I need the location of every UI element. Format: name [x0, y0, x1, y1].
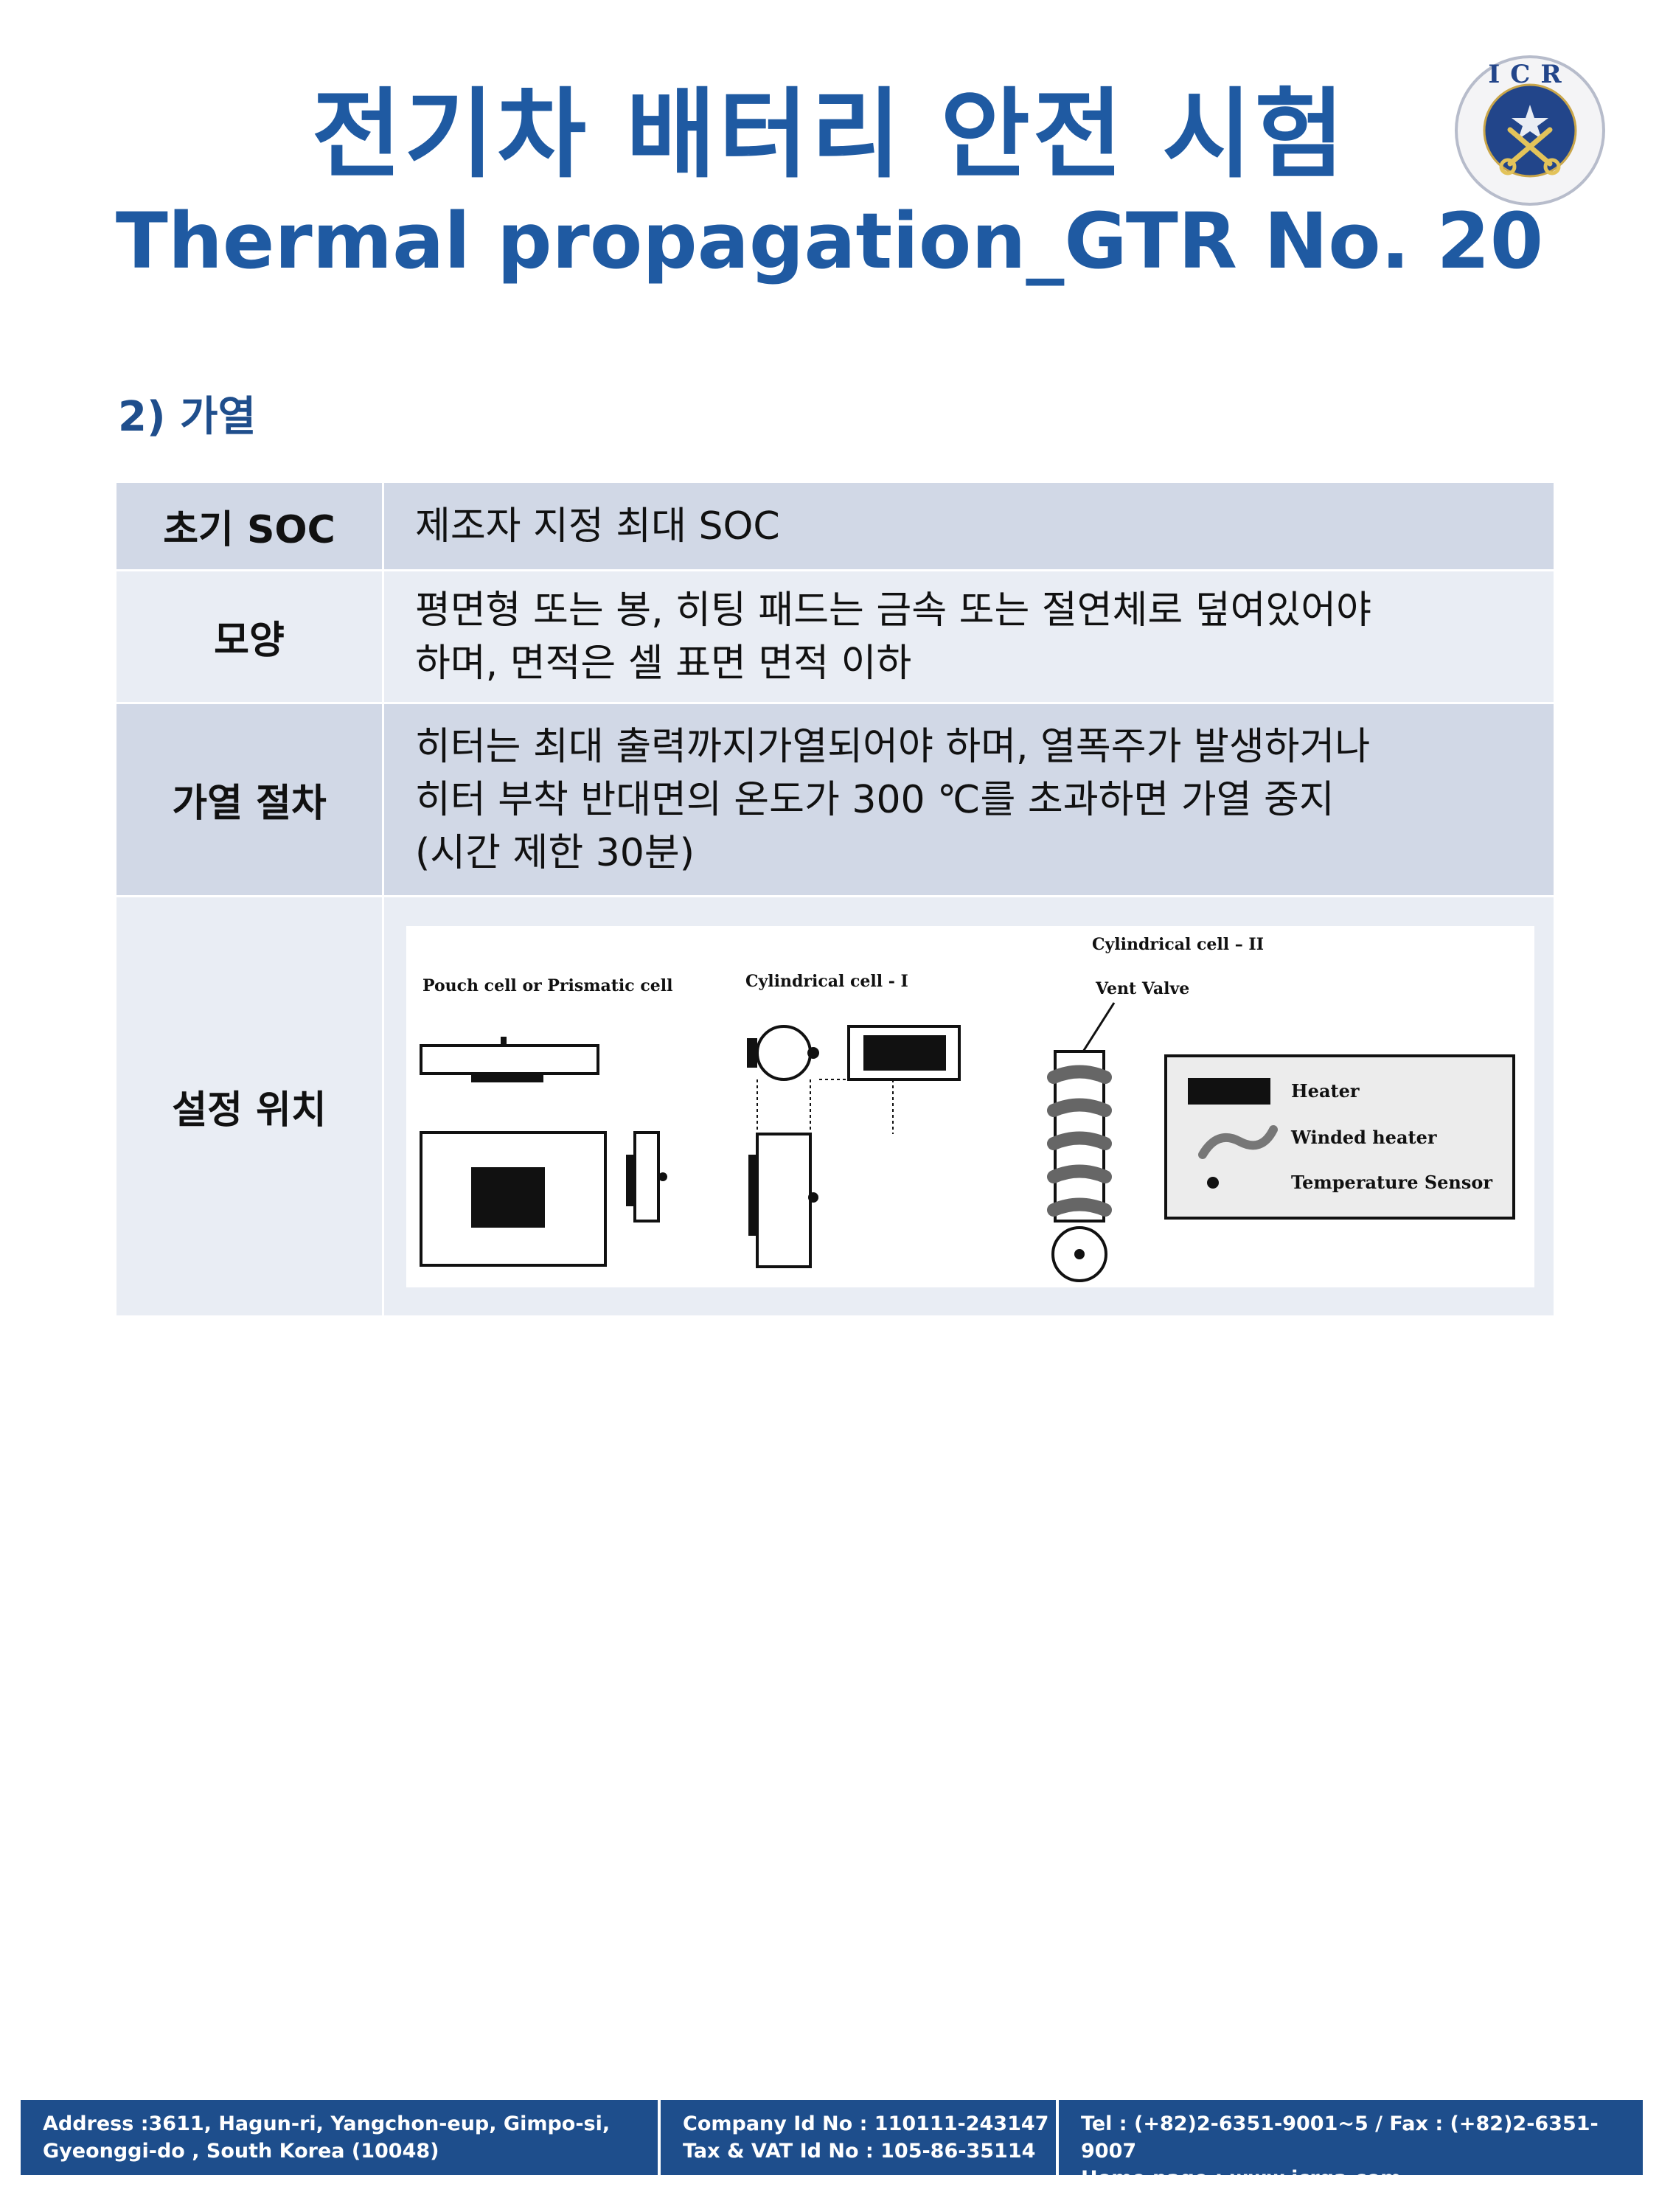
heater-position-diagram: Pouch cell or Prismatic cell Cylindrical…	[406, 925, 1534, 1287]
value-line: 히터 부착 반대면의 온도가 300 ℃를 초과하면 가열 중지	[415, 777, 1335, 822]
footer-company-ids: Company Id No : 110111-243147 Tax & VAT …	[661, 2100, 1059, 2175]
tel-fax: Tel : (+82)2-6351-9001~5 / Fax : (+82)2-…	[1081, 2112, 1599, 2163]
table-row-shape: 모양 평면형 또는 봉, 히팅 패드는 금속 또는 절연체로 덮여있어야 하며,…	[114, 569, 1556, 704]
value-line: 히터는 최대 출력까지가열되어야 하며, 열폭주가 발생하거나	[415, 724, 1371, 769]
spec-table: 초기 SOC 제조자 지정 최대 SOC 모양 평면형 또는 봉, 히팅 패드는…	[114, 481, 1556, 1318]
row-key: 초기 SOC	[114, 481, 384, 571]
row-key: 가열 절차	[114, 702, 384, 897]
legend-winded-heater-label: Winded heater	[1290, 1127, 1437, 1148]
value-line: (시간 제한 30분)	[415, 830, 695, 875]
row-key: 설정 위치	[114, 895, 384, 1318]
footer: Address :3611, Hagun-ri, Yangchon-eup, G…	[21, 2100, 1643, 2190]
row-value: 평면형 또는 봉, 히팅 패드는 금속 또는 절연체로 덮여있어야 하며, 면적…	[382, 569, 1556, 704]
value-line: 제조자 지정 최대 SOC	[415, 504, 780, 549]
legend: Heater Winded heater Temperature Sensor	[1164, 1054, 1515, 1220]
legend-heater-label: Heater	[1291, 1080, 1360, 1102]
value-line: 하며, 면적은 셀 표면 면적 이하	[415, 641, 912, 686]
vent-valve-label: Vent Valve	[1095, 979, 1189, 998]
row-value: Pouch cell or Prismatic cell Cylindrical…	[382, 895, 1556, 1318]
section-title: 2) 가열	[118, 393, 257, 441]
icr-logo: ICR	[1455, 55, 1605, 206]
cylindrical-cell-1-label: Cylindrical cell - I	[745, 972, 908, 991]
tax-id: Tax & VAT Id No : 105-86-35114	[683, 2140, 1036, 2163]
table-row-setup-position: 설정 위치 Pouch cell or Prismatic cell Cylin…	[114, 895, 1556, 1318]
table-row-heating-procedure: 가열 절차 히터는 최대 출력까지가열되어야 하며, 열폭주가 발생하거나 히터…	[114, 702, 1556, 897]
row-value: 히터는 최대 출력까지가열되어야 하며, 열폭주가 발생하거나 히터 부착 반대…	[382, 702, 1556, 897]
table-row-initial-soc: 초기 SOC 제조자 지정 최대 SOC	[114, 481, 1556, 571]
cylindrical-cell-2-drawing	[1047, 1001, 1116, 1282]
legend-temperature-sensor-label: Temperature Sensor	[1291, 1172, 1492, 1193]
page-title-english: Thermal propagation_GTR No. 20	[115, 196, 1544, 286]
cylindrical-cell-2-label: Cylindrical cell – II	[1092, 935, 1264, 954]
winded-heater-legend-swatch	[1198, 1124, 1278, 1159]
value-line: 평면형 또는 봉, 히팅 패드는 금속 또는 절연체로 덮여있어야	[415, 588, 1371, 633]
page-title-korean: 전기차 배터리 안전 시험	[311, 78, 1348, 192]
address-line-1: Address :3611, Hagun-ri, Yangchon-eup, G…	[43, 2112, 611, 2135]
sensor-legend-swatch	[1207, 1176, 1219, 1189]
row-key: 모양	[114, 569, 384, 704]
address-line-2: Gyeonggi-do , South Korea (10048)	[43, 2140, 439, 2163]
footer-contact: Tel : (+82)2-6351-9001~5 / Fax : (+82)2-…	[1059, 2100, 1643, 2190]
row-value: 제조자 지정 최대 SOC	[382, 481, 1556, 571]
company-id: Company Id No : 110111-243147	[683, 2112, 1049, 2135]
homepage-link[interactable]: Home page : www.icrqa.com	[1081, 2167, 1402, 2190]
pouch-cell-label: Pouch cell or Prismatic cell	[422, 976, 672, 995]
heater-legend-swatch	[1188, 1077, 1270, 1105]
footer-address: Address :3611, Hagun-ri, Yangchon-eup, G…	[21, 2100, 661, 2175]
svg-text:ICR: ICR	[1488, 60, 1571, 89]
